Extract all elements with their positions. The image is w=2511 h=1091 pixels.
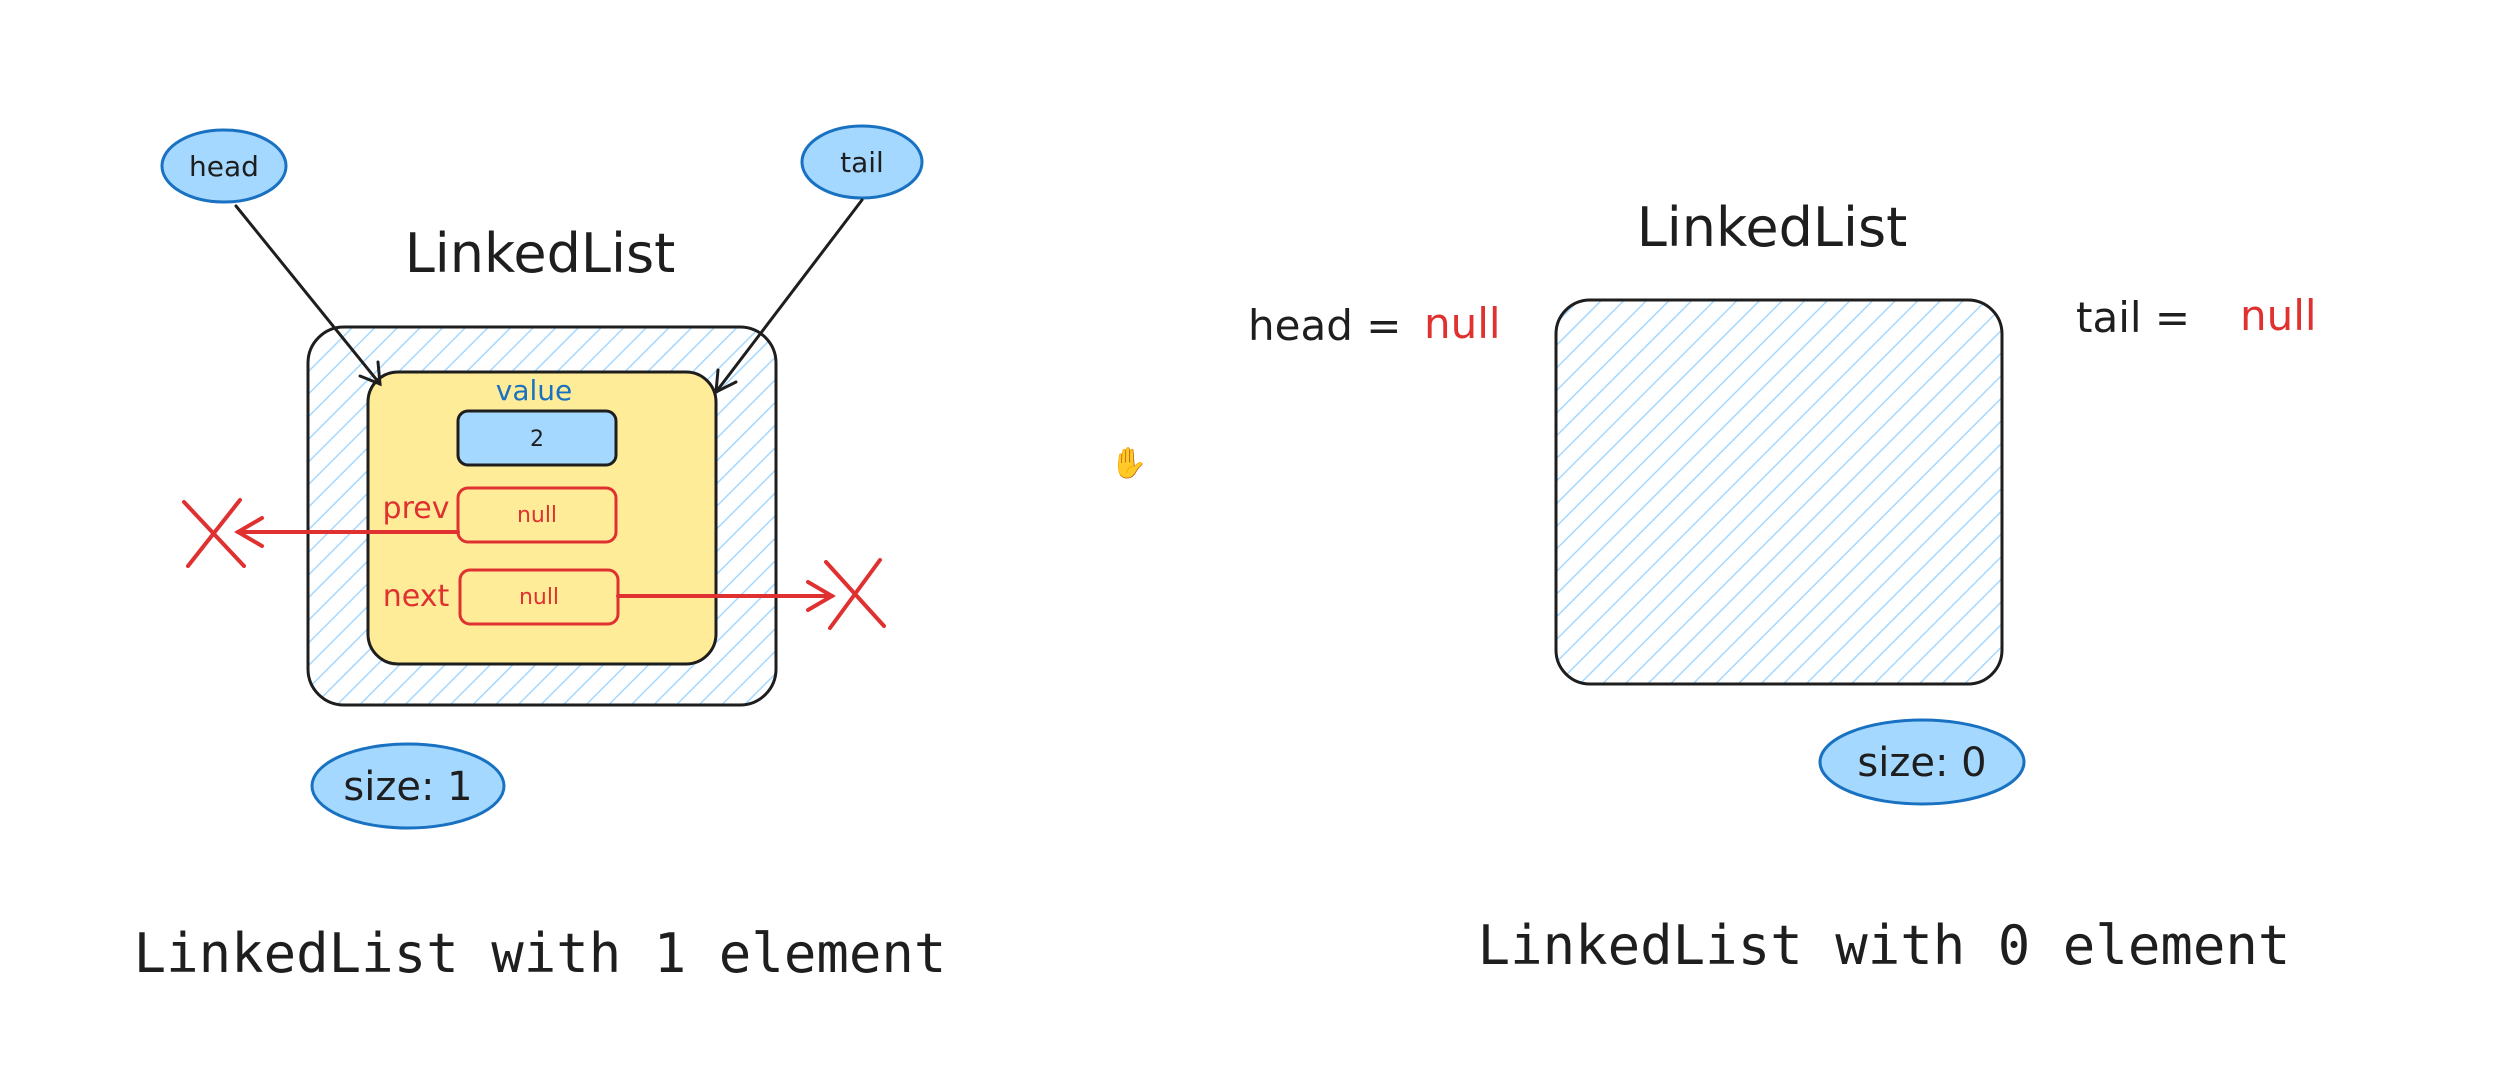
node-value-text: 2 — [530, 427, 544, 452]
left-size-badge — [310, 742, 506, 830]
head-arrow — [234, 204, 382, 387]
right-caption: LinkedList with 0 element — [1478, 914, 2291, 977]
right-tail-text: tail = — [2076, 293, 2190, 342]
node-box — [366, 370, 718, 666]
node-next-label: next — [383, 579, 450, 614]
right-head-text: head = — [1248, 301, 1401, 350]
tail-label: tail — [840, 146, 884, 179]
right-title: LinkedList — [1637, 196, 1908, 259]
right-tail-value: null — [2240, 291, 2317, 340]
left-title: LinkedList — [405, 222, 676, 285]
right-size-badge — [1818, 718, 2026, 806]
node-prev-label: prev — [383, 491, 450, 526]
left-caption: LinkedList with 1 element — [134, 922, 947, 985]
node-prev-value: null — [517, 503, 557, 528]
next-null-arrow — [616, 580, 836, 612]
tail-arrow — [714, 198, 864, 395]
node-next-value: null — [519, 585, 559, 610]
head-label: head — [189, 150, 259, 183]
hand-cursor-icon: ✋ — [1110, 446, 1148, 481]
right-list-container — [1554, 298, 2004, 686]
next-null-x-icon — [824, 558, 886, 630]
prev-null-x-icon — [182, 498, 246, 568]
left-diagram: LinkedList value 2 prev null next null — [134, 124, 947, 985]
right-size-label: size: 0 — [1857, 740, 1986, 786]
node-prev-field — [456, 486, 618, 544]
head-pointer — [160, 128, 288, 204]
right-head-value: null — [1424, 299, 1501, 348]
right-diagram: LinkedList head = null tail = null size:… — [1248, 196, 2317, 977]
node-value-field — [456, 409, 618, 467]
left-size-label: size: 1 — [343, 764, 472, 810]
tail-pointer — [800, 124, 924, 200]
node-value-label: value — [496, 374, 572, 407]
prev-null-arrow — [234, 516, 460, 548]
